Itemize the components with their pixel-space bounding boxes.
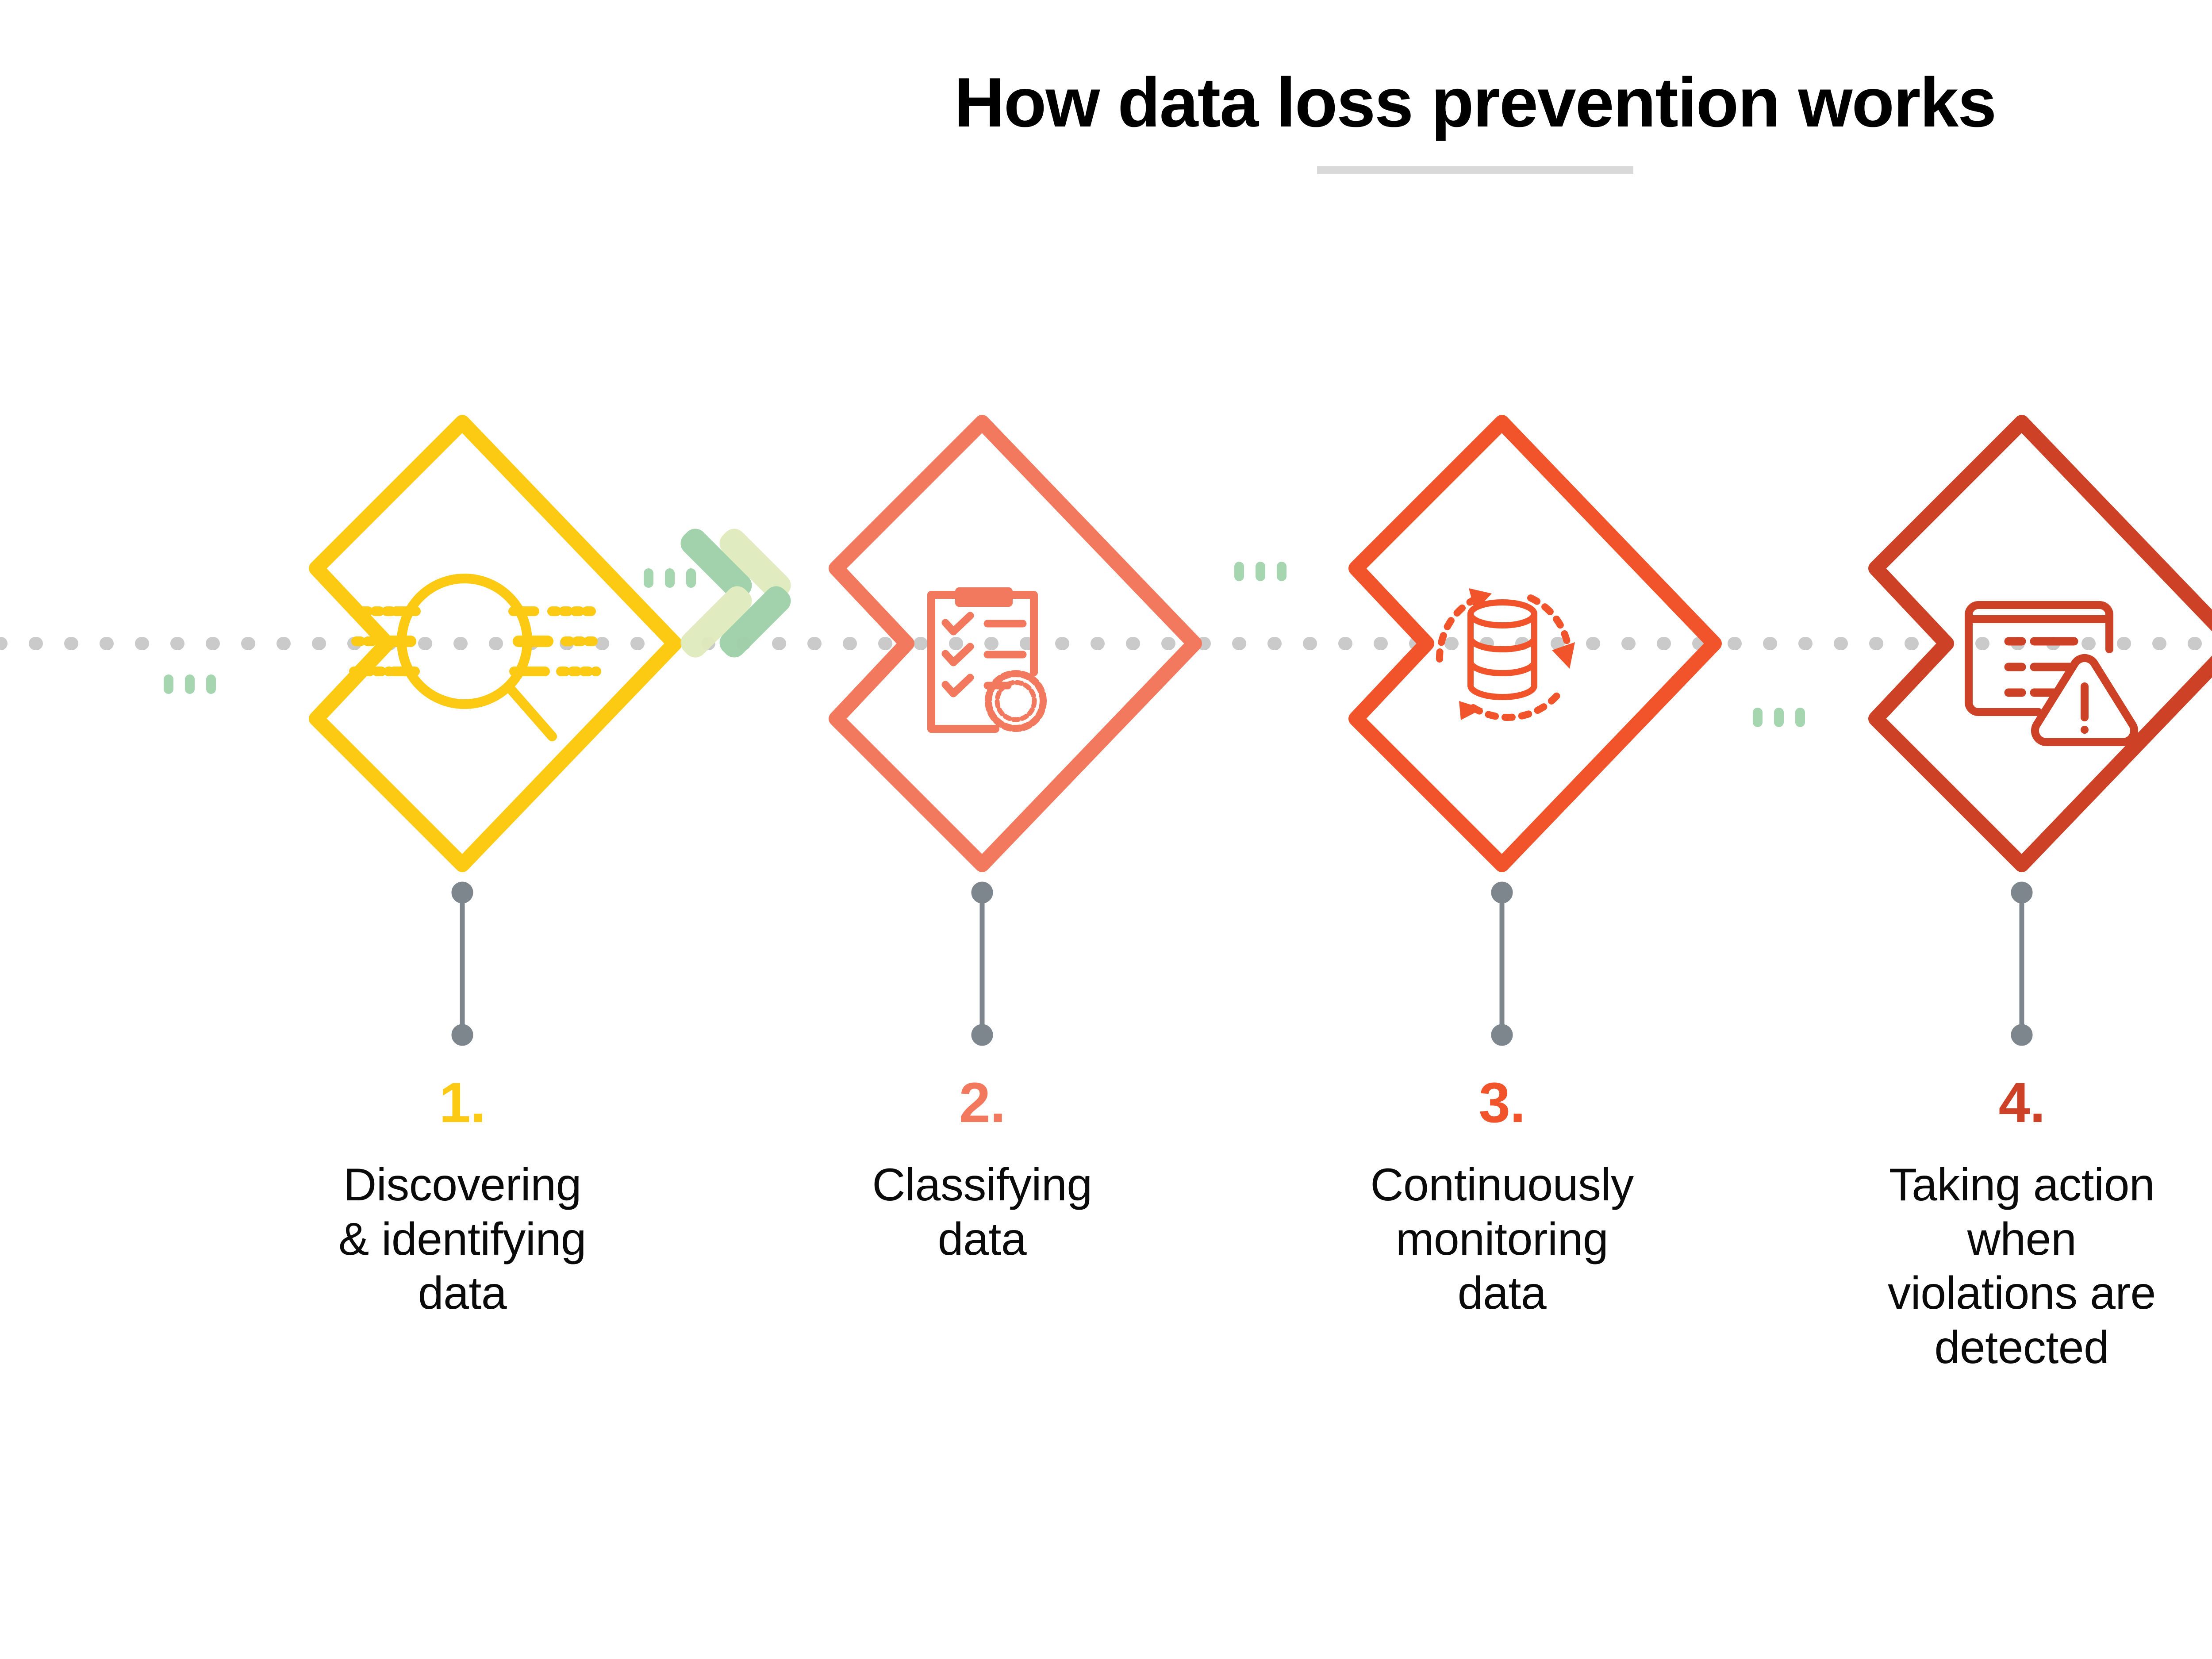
step-node-4[interactable] xyxy=(1876,422,2212,865)
accent-dots-left xyxy=(164,674,216,694)
title-underline-rule xyxy=(1317,166,1633,174)
step-label-2: 2. Classifying data xyxy=(761,1075,1203,1266)
step-number-4: 4. xyxy=(1998,1071,2046,1134)
step-caption-4: Taking action when violations are detect… xyxy=(1888,1159,2156,1374)
clipboard-checklist-icon xyxy=(927,587,1047,733)
step-label-4: 4. Taking action when violations are det… xyxy=(1801,1075,2212,1375)
connector-step-4 xyxy=(2011,881,2033,1046)
accent-dot-clusters xyxy=(164,562,1805,727)
connector-step-3 xyxy=(1491,881,1513,1046)
step-node-3[interactable] xyxy=(1356,422,1714,865)
accent-dots-below-step3 xyxy=(1753,708,1805,727)
alert-window-icon xyxy=(1965,601,2139,747)
step-node-2[interactable] xyxy=(836,422,1194,865)
step-label-1: 1. Discovering & identifying data xyxy=(241,1075,684,1321)
step-number-3: 3. xyxy=(1479,1071,1526,1134)
step-number-2: 2. xyxy=(959,1071,1006,1134)
step-labels-row: 1. Discovering & identifying data 2. Cla… xyxy=(0,1075,2212,1473)
magnifying-glass-icon xyxy=(349,574,601,741)
step-node-1[interactable] xyxy=(316,422,675,865)
chevron-advance-1-icon xyxy=(680,529,791,658)
step-label-3: 3. Continuously monitoring data xyxy=(1281,1075,1723,1321)
accent-dots-after-step1 xyxy=(644,568,696,588)
connector-step-1 xyxy=(451,881,473,1046)
step-caption-1: Discovering & identifying data xyxy=(338,1159,587,1319)
step-caption-2: Classifying data xyxy=(872,1159,1092,1265)
connector-step-2 xyxy=(971,881,993,1046)
step-number-1: 1. xyxy=(439,1071,486,1134)
database-refresh-icon xyxy=(1436,588,1575,721)
accent-dots-before-step3 xyxy=(1234,562,1286,581)
page-title: How data loss prevention works xyxy=(954,64,1997,142)
step-caption-3: Continuously monitoring data xyxy=(1370,1159,1634,1319)
title-block: How data loss prevention works xyxy=(0,66,2212,174)
step-connectors xyxy=(451,881,2033,1046)
